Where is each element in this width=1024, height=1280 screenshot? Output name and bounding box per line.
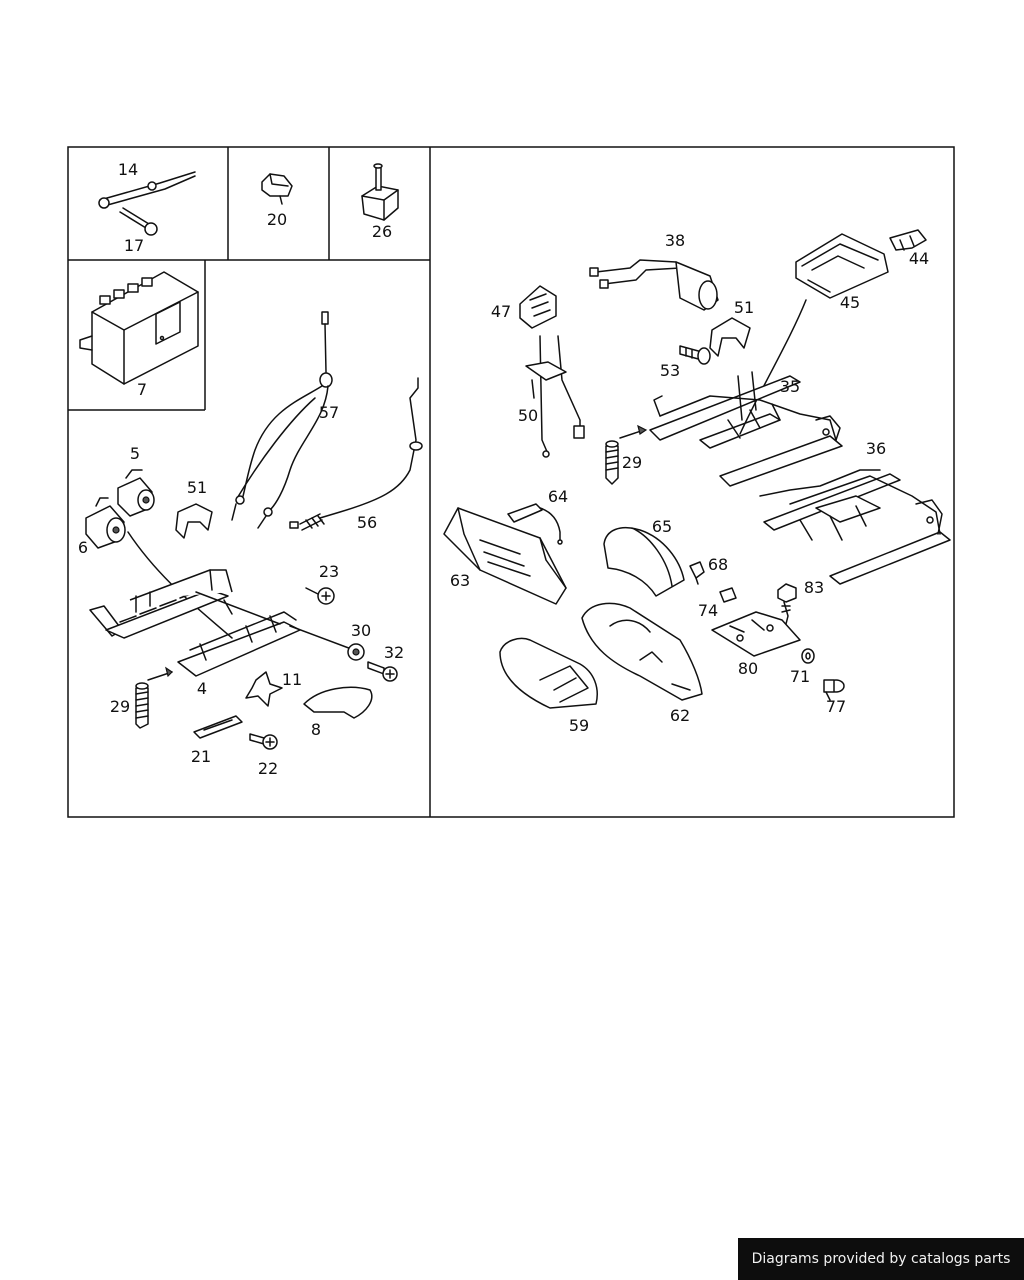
label-59: 59 — [569, 716, 589, 735]
label-11: 11 — [282, 670, 302, 689]
part-labels: 14 17 20 26 7 57 56 5 6 51 23 30 32 4 11… — [78, 160, 929, 778]
part-64-wire-bracket — [507, 503, 563, 545]
part-80-bracket — [711, 611, 801, 657]
label-63: 63 — [450, 571, 470, 590]
label-65: 65 — [652, 517, 672, 536]
part-62-cushion — [581, 602, 703, 701]
label-57: 57 — [319, 403, 339, 422]
label-62: 62 — [670, 706, 690, 725]
part-17-bolt — [119, 207, 158, 236]
label-50: 50 — [518, 406, 538, 425]
diagram-frame — [67, 146, 955, 818]
label-83: 83 — [804, 578, 824, 597]
label-56: 56 — [357, 513, 377, 532]
label-21: 21 — [191, 747, 211, 766]
part-65-cover — [603, 526, 685, 597]
label-47: 47 — [491, 302, 511, 321]
label-32: 32 — [384, 643, 404, 662]
part-77-screw — [823, 679, 845, 701]
part-35-seat-frame — [649, 371, 843, 487]
label-22: 22 — [258, 759, 278, 778]
part-29-bolt-left — [135, 666, 173, 729]
part-38-motor-harness — [589, 259, 719, 311]
label-51-left: 51 — [187, 478, 207, 497]
part-11-star-knob — [245, 671, 283, 707]
label-71: 71 — [790, 667, 810, 686]
part-71-washer — [801, 648, 815, 664]
footer-credit: Diagrams provided by catalogs parts — [738, 1238, 1024, 1280]
label-38: 38 — [665, 231, 685, 250]
part-56-cable — [289, 377, 423, 531]
part-21-bezel — [193, 715, 243, 739]
label-80: 80 — [738, 659, 758, 678]
part-68-clip — [689, 561, 705, 585]
label-23: 23 — [319, 562, 339, 581]
part-51-bracket-right — [709, 317, 751, 357]
label-7: 7 — [137, 380, 147, 399]
part-59-cushion — [499, 637, 598, 709]
part-20-clip — [261, 173, 293, 205]
part-50-bracket — [525, 335, 585, 458]
part-63-side-trim — [443, 507, 567, 605]
label-53: 53 — [660, 361, 680, 380]
part-44-clip — [889, 229, 927, 251]
label-8: 8 — [311, 720, 321, 739]
part-51-bracket-left — [175, 503, 213, 539]
label-68: 68 — [708, 555, 728, 574]
part-53-bolt — [679, 345, 711, 365]
part-22-screw — [249, 733, 278, 750]
part-45-seat-module — [795, 233, 889, 299]
part-29-bolt-right — [605, 424, 648, 485]
label-35: 35 — [780, 377, 800, 396]
part-74-nut — [719, 587, 737, 603]
label-6: 6 — [78, 538, 88, 557]
label-45: 45 — [840, 293, 860, 312]
label-51-right: 51 — [734, 298, 754, 317]
label-5: 5 — [130, 444, 140, 463]
part-5-motor — [117, 469, 155, 517]
label-77: 77 — [826, 697, 846, 716]
label-29-left: 29 — [110, 697, 130, 716]
label-26: 26 — [372, 222, 392, 241]
part-23-screw — [305, 587, 335, 605]
part-8-cover — [303, 686, 373, 719]
label-74: 74 — [698, 601, 718, 620]
label-17: 17 — [124, 236, 144, 255]
label-36: 36 — [866, 439, 886, 458]
label-20: 20 — [267, 210, 287, 229]
part-57-cable — [231, 311, 333, 529]
label-64: 64 — [548, 487, 568, 506]
footer-credit-text: Diagrams provided by catalogs parts — [751, 1251, 1011, 1267]
leader-line — [739, 299, 807, 435]
label-29-right: 29 — [622, 453, 642, 472]
label-44: 44 — [909, 249, 929, 268]
part-36-seat-frame — [759, 469, 951, 585]
label-14: 14 — [118, 160, 138, 179]
part-30-washer — [347, 643, 365, 661]
part-83-screw — [777, 583, 797, 625]
part-14-lever — [98, 171, 196, 209]
part-32-bolt — [367, 661, 398, 682]
part-6-motor — [85, 497, 126, 549]
label-30: 30 — [351, 621, 371, 640]
part-47-switch-housing — [519, 285, 557, 329]
part-7-control-unit — [79, 271, 199, 385]
label-4: 4 — [197, 679, 207, 698]
part-26-knob — [361, 163, 399, 221]
part-4-seat-frame — [89, 569, 355, 677]
